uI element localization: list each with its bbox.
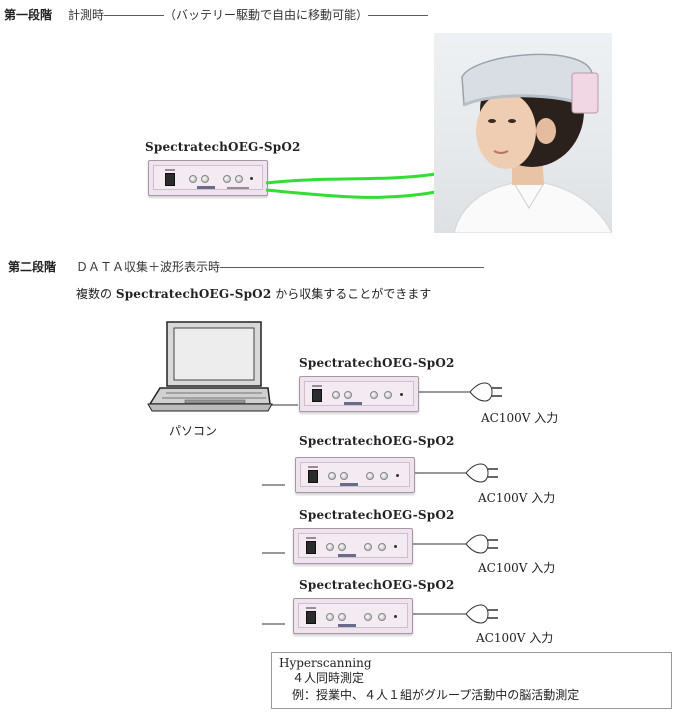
hyperscanning-box: Hyperscanning ４人同時測定 例：授業中、４人１組がグループ活動中の… [271, 652, 672, 709]
stage1-device [148, 160, 268, 196]
unit-2-device [295, 457, 415, 493]
unit-2-power-label: AC100V 入力 [478, 491, 556, 505]
stage1-device-label: SpectratechOEG-SpO2 [145, 140, 301, 154]
unit-4-label: SpectratechOEG-SpO2 [299, 578, 455, 592]
stage2-subtitle: 複数の SpectratechOEG-SpO2 から収集することができます [76, 285, 431, 302]
info-line-2: 例：授業中、４人１組がグループ活動中の脳活動測定 [292, 688, 580, 702]
unit-4-device [293, 598, 413, 634]
unit-2-label: SpectratechOEG-SpO2 [299, 434, 455, 448]
unit-1-label: SpectratechOEG-SpO2 [299, 356, 455, 370]
power-plug-2 [414, 463, 498, 483]
subtitle-device-name: SpectratechOEG-SpO2 [115, 287, 272, 301]
unit-4-power-label: AC100V 入力 [476, 631, 554, 645]
stage2-description: ＤＡＴＡ収集＋波形表示時―――――――――――――――――――――― [76, 260, 485, 274]
unit-3-power-label: AC100V 入力 [478, 561, 556, 575]
stage1-label: 第一段階 [4, 8, 53, 22]
person-with-headset-image [453, 53, 612, 233]
power-plug-4 [412, 604, 498, 624]
power-plug-1 [418, 382, 502, 402]
unit-3-device [293, 528, 413, 564]
green-cable-upper [265, 172, 437, 185]
pc-label: パソコン [169, 424, 218, 438]
info-line-1: ４人同時測定 [292, 671, 365, 685]
subtitle-suffix: から収集することができます [271, 287, 432, 301]
unit-1-power-label: AC100V 入力 [481, 411, 559, 425]
green-cable-lower [265, 188, 437, 199]
power-plug-3 [412, 534, 498, 554]
subject-photo [434, 33, 612, 233]
stage1-description: 計測時―――――（バッテリー駆動で自由に移動可能）――――― [68, 8, 429, 22]
laptop-icon [147, 321, 273, 412]
info-title: Hyperscanning [279, 656, 372, 670]
stage2-label: 第二段階 [8, 260, 57, 274]
unit-3-label: SpectratechOEG-SpO2 [299, 508, 455, 522]
unit-1-device [299, 376, 419, 412]
subtitle-prefix: 複数の [76, 287, 116, 301]
